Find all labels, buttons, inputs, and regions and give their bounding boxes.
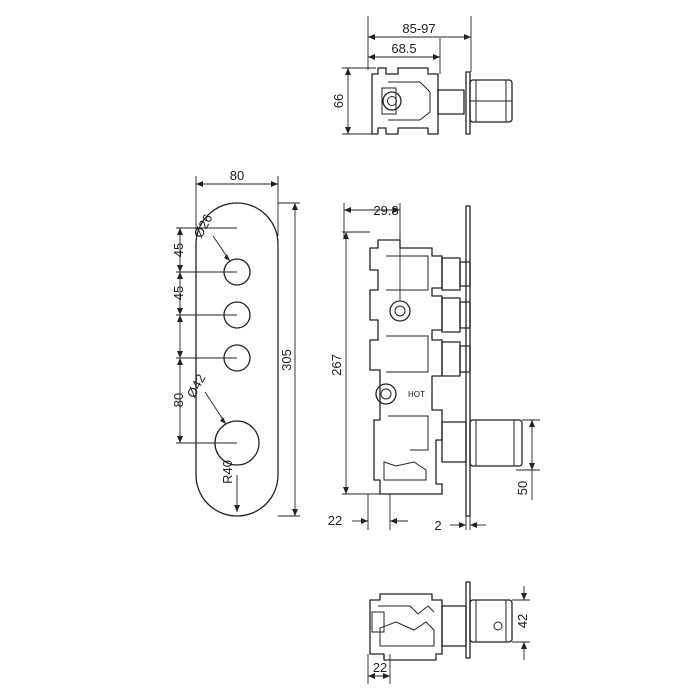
top-view: 85-97 68.5 66 bbox=[331, 16, 513, 135]
dim-side-bottom-offset: 22 bbox=[328, 513, 342, 528]
side-handle bbox=[469, 419, 523, 467]
dim-front-height: 305 bbox=[279, 349, 294, 371]
top-view-body bbox=[371, 67, 439, 135]
side-upper-inlet bbox=[389, 300, 411, 322]
dim-small-diameter: Ø26 bbox=[191, 212, 216, 241]
dim-side-height: 267 bbox=[329, 354, 344, 376]
dim-plate-thickness: 2 bbox=[434, 518, 441, 533]
dim-handle-height: 50 bbox=[515, 481, 530, 495]
side-view-body bbox=[369, 239, 443, 495]
front-view: 80 Ø26 45 45 80 Ø42 R40 bbox=[171, 168, 300, 517]
side-view: HOT 29.8 267 22 bbox=[328, 203, 540, 533]
top-view-inlet bbox=[382, 91, 402, 111]
dim-body-depth: 68.5 bbox=[391, 41, 416, 56]
dim-front-width: 80 bbox=[230, 168, 244, 183]
bottom-view-body bbox=[369, 593, 443, 661]
dim-side-offset: 29.8 bbox=[373, 203, 398, 218]
front-faceplate bbox=[195, 202, 279, 517]
dim-large-diameter: Ø42 bbox=[184, 372, 209, 401]
bottom-handle bbox=[469, 599, 513, 643]
dim-radius: R40 bbox=[220, 460, 235, 484]
dim-button-spacing-2: 45 bbox=[171, 286, 186, 300]
bottom-view: 22 42 bbox=[367, 581, 530, 684]
dim-button-spacing-1: 45 bbox=[171, 243, 186, 257]
hot-label: HOT bbox=[408, 390, 425, 399]
dim-overall-depth: 85-97 bbox=[402, 21, 435, 36]
dim-bottom-height: 42 bbox=[515, 614, 530, 628]
side-lower-inlet bbox=[375, 383, 397, 405]
dim-bottom-offset: 22 bbox=[373, 660, 387, 675]
side-wall-plate bbox=[465, 205, 471, 517]
dim-top-height: 66 bbox=[331, 94, 346, 108]
dim-knob-spacing: 80 bbox=[171, 393, 186, 407]
